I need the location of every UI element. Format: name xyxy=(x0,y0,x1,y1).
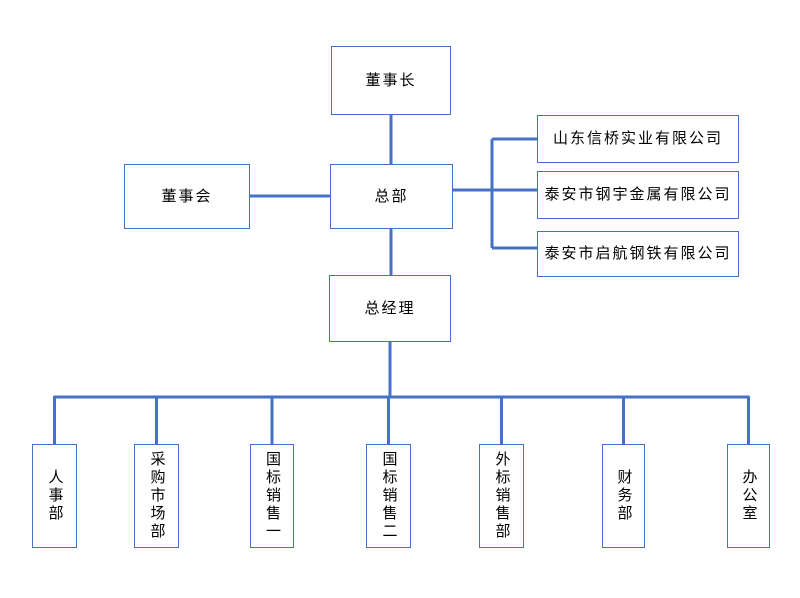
org-node-dept-gb-sales-2-label: 国标销售二 xyxy=(380,451,398,541)
org-node-dept-gb-sales-2: 国标销售二 xyxy=(366,444,411,548)
org-node-headquarters-label: 总部 xyxy=(374,187,409,205)
org-node-board: 董事会 xyxy=(124,164,250,229)
org-node-company-3-label: 泰安市启航钢铁有限公司 xyxy=(544,245,732,262)
org-node-dept-finance-label: 财务部 xyxy=(615,469,633,523)
org-node-company-2: 泰安市钢宇金属有限公司 xyxy=(537,171,739,219)
org-node-dept-gb-sales-1-label: 国标销售一 xyxy=(264,451,281,541)
org-node-dept-hr-label: 人事部 xyxy=(46,469,64,523)
org-node-dept-gb-sales-1: 国标销售一 xyxy=(250,444,294,548)
org-node-company-2-label: 泰安市钢宇金属有限公司 xyxy=(544,186,732,203)
org-node-general-manager-label: 总经理 xyxy=(364,299,416,317)
org-node-dept-office-label: 办公室 xyxy=(740,469,758,523)
org-node-dept-office: 办公室 xyxy=(727,444,770,548)
org-node-dept-purchasing-market: 采购市场部 xyxy=(134,444,179,548)
org-node-dept-hr: 人事部 xyxy=(32,444,77,548)
connector-department-rail xyxy=(53,395,750,444)
org-node-dept-finance: 财务部 xyxy=(602,444,645,548)
org-node-chairman-label: 董事长 xyxy=(365,71,417,89)
org-node-company-1-label: 山东信桥实业有限公司 xyxy=(552,130,723,147)
org-node-dept-foreign-sales-label: 外标销售部 xyxy=(493,451,511,541)
org-node-headquarters: 总部 xyxy=(330,164,453,229)
org-node-company-1: 山东信桥实业有限公司 xyxy=(537,115,739,163)
org-node-chairman: 董事长 xyxy=(331,46,451,115)
org-node-company-3: 泰安市启航钢铁有限公司 xyxy=(537,231,739,277)
org-node-board-label: 董事会 xyxy=(161,187,213,205)
org-node-general-manager: 总经理 xyxy=(329,275,451,342)
org-node-dept-purchasing-market-label: 采购市场部 xyxy=(148,451,166,541)
org-node-dept-foreign-sales: 外标销售部 xyxy=(479,444,524,548)
